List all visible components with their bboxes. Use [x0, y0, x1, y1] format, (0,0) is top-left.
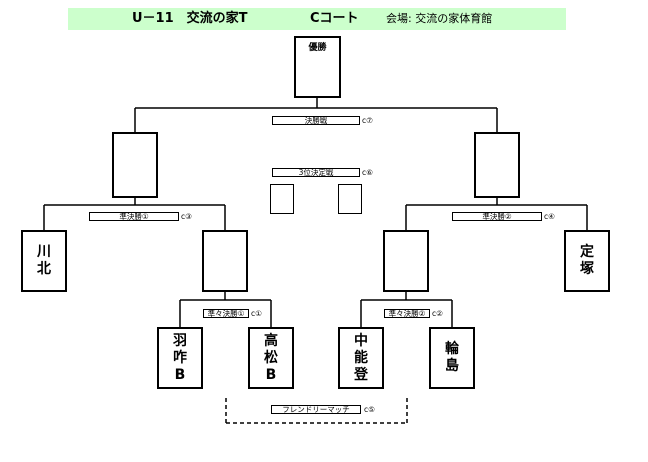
semi2-slot-left [383, 230, 429, 292]
team-box-hakui-b: 羽 咋 B [157, 327, 203, 389]
third-place-slot-left [270, 184, 294, 214]
semi2-label: 準決勝② [452, 212, 542, 221]
team-name: 川 北 [37, 244, 51, 277]
third-place-code: c⑥ [362, 168, 373, 177]
champion-label: 優勝 [308, 43, 327, 53]
qf1-label: 準々決勝① [203, 309, 249, 318]
qf1-code: c① [251, 309, 262, 318]
third-place-label: 3位決定戦 [272, 168, 360, 177]
semi2-code: c④ [544, 212, 555, 221]
friendly-label: フレンドリーマッチ [271, 405, 361, 414]
team-box-kawakita: 川 北 [21, 230, 67, 292]
qf2-code: c② [432, 309, 443, 318]
venue-label: 会場: 交流の家体育館 [386, 12, 493, 25]
team-box-takamatsu-b: 高 松 B [248, 327, 294, 389]
final-code: c⑦ [362, 116, 373, 125]
semi1-slot-right [202, 230, 248, 292]
semi1-code: c③ [181, 212, 192, 221]
friendly-code: c⑤ [364, 405, 375, 414]
final-slot-left [112, 132, 158, 198]
team-box-wajima: 輪 島 [429, 327, 475, 389]
team-name: 定 塚 [580, 244, 594, 277]
final-slot-right [474, 132, 520, 198]
semi1-label: 準決勝① [89, 212, 179, 221]
team-name: 高 松 B [264, 332, 278, 383]
team-name: 中 能 登 [354, 332, 368, 383]
header-bar [68, 8, 566, 30]
team-box-nakanoto: 中 能 登 [338, 327, 384, 389]
third-place-slot-right [338, 184, 362, 214]
final-label: 決勝戦 [272, 116, 360, 125]
team-name: 輪 島 [445, 341, 459, 374]
page-title: U－11 交流の家T [132, 11, 248, 26]
court-name: Cコート [310, 11, 359, 26]
team-name: 羽 咋 B [173, 332, 187, 383]
champion-box: 優勝 [294, 36, 341, 98]
team-box-jotsuka: 定 塚 [564, 230, 610, 292]
qf2-label: 準々決勝② [384, 309, 430, 318]
